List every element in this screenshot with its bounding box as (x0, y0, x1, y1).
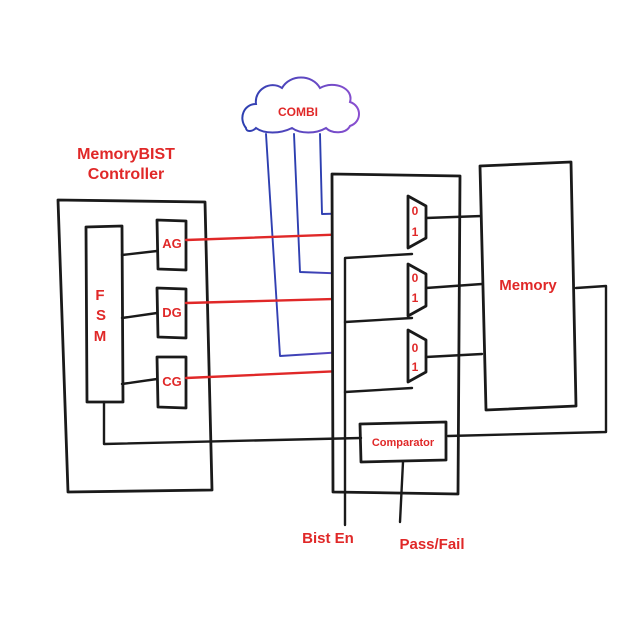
fsm-letter-s: S (96, 307, 106, 324)
fsm-letter-f: F (95, 287, 104, 304)
mux3-in1-label: 1 (412, 360, 419, 374)
pass-fail-wire (398, 460, 405, 524)
comparator-label: Comparator (372, 437, 435, 449)
ag-label: AG (162, 236, 182, 251)
memory-block (478, 160, 578, 412)
fsm-to-dg-wire (120, 311, 159, 320)
combi-label: COMBI (278, 105, 318, 119)
title-line-1: MemoryBIST (77, 146, 175, 163)
mux-1 (406, 194, 428, 250)
title-line-2: Controller (88, 166, 164, 183)
mux1-in0-label: 0 (412, 204, 419, 218)
bist-en-line (343, 252, 414, 527)
ag-block (155, 218, 188, 272)
bist-en-label: Bist En (302, 530, 354, 547)
mux2-in1-label: 1 (412, 291, 419, 305)
combi-cloud-shape (241, 76, 360, 134)
cg-block (155, 355, 188, 410)
mux3-out-wire (424, 352, 484, 359)
dg-block (155, 286, 188, 340)
fsm-to-ag-wire (120, 249, 159, 257)
dg-label: DG (162, 305, 182, 320)
mux2-out-wire (424, 282, 484, 290)
mux-2 (406, 262, 428, 318)
mux1-in1-label: 1 (412, 225, 419, 239)
memory-label: Memory (499, 277, 557, 294)
cg-label: CG (162, 374, 182, 389)
comparator-block (358, 420, 448, 464)
mux3-in0-label: 0 (412, 341, 419, 355)
fsm-block (84, 224, 125, 404)
mux-3 (406, 328, 428, 384)
controller-box (56, 198, 214, 494)
mux1-out-wire (424, 214, 484, 220)
mux2-in0-label: 0 (412, 271, 419, 285)
pass-fail-label: Pass/Fail (399, 536, 464, 553)
bist-en-tap-3 (343, 386, 414, 394)
fsm-to-cg-wire (120, 377, 159, 386)
memory-feedback-wire (446, 284, 608, 438)
fsm-to-comparator-wire (102, 400, 363, 446)
fsm-letter-m: M (94, 328, 107, 345)
mux-bank-box (330, 172, 462, 496)
bist-en-tap-2 (343, 316, 414, 324)
